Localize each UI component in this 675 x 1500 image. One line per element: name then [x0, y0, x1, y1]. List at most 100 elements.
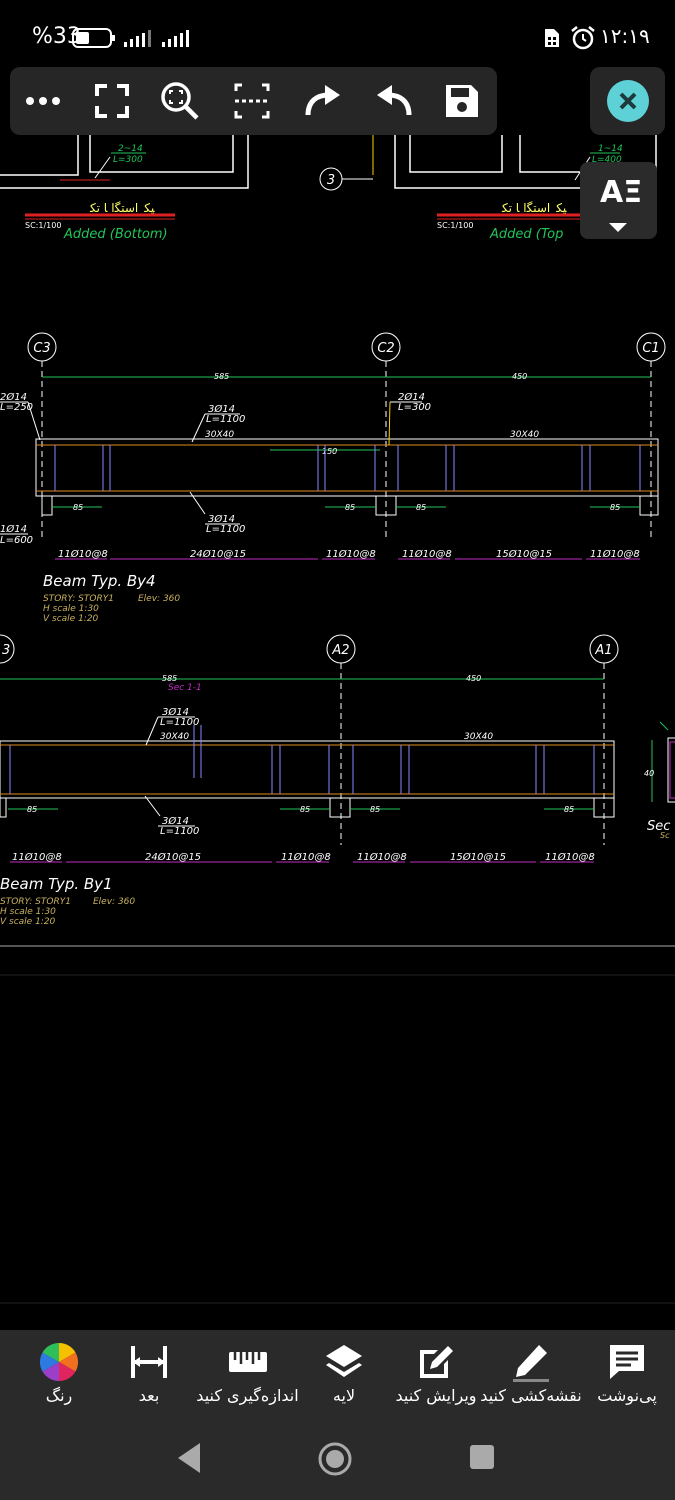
- close-icon: [619, 92, 637, 110]
- beam2-story: STORY: STORY1: [0, 897, 71, 907]
- measure-button[interactable]: اندازه‌گیری کنید: [196, 1342, 299, 1412]
- beam1-span-1: 585: [214, 372, 229, 381]
- beam2-stirrup-5: 15Ø10@15: [450, 851, 506, 863]
- beam1-lt-length: L=250: [0, 402, 33, 413]
- save-button[interactable]: [442, 81, 482, 121]
- beam-by1: 3 A2 A1 585 450 Sec 1-1 3Ø14 L=1100 30X4…: [0, 634, 619, 927]
- color-button[interactable]: رنگ: [28, 1342, 90, 1412]
- beam2-stirrup-3: 11Ø10@8: [281, 851, 331, 863]
- layers-icon: [326, 1345, 362, 1377]
- beam1-mt-rebar: 2Ø14: [398, 391, 425, 403]
- save-icon: [446, 85, 478, 117]
- beam1-bot-rebar-length: L=1100: [206, 524, 245, 535]
- beam1-elev: Elev: 360: [138, 594, 180, 604]
- signal-icon-2: [162, 30, 189, 47]
- beam1-dim-150: 150: [322, 447, 337, 456]
- layer-label: لایه: [332, 1386, 356, 1405]
- beam2-elev: Elev: 360: [93, 897, 135, 907]
- axis-3-label: 3: [2, 643, 10, 658]
- home-circle-icon: [318, 1442, 352, 1476]
- beam2-section-1: 30X40: [160, 732, 189, 742]
- measure-label: اندازه‌گیری کنید: [196, 1386, 299, 1405]
- color-label: رنگ: [45, 1386, 73, 1405]
- beam1-story: STORY: STORY1: [43, 594, 114, 604]
- cad-drawing-canvas[interactable]: 2~14 L=300 ﭙﻜ_ﺍﺳﺘﮕﺍ ﺎ ﺗﻜ SC:1/100 Added …: [0, 135, 675, 1330]
- close-button[interactable]: [607, 80, 649, 122]
- axis-a1-label: A1: [594, 643, 612, 658]
- nav-home-button[interactable]: [317, 1441, 353, 1477]
- section-detail-sub: Sc: [660, 831, 670, 840]
- tl-scale: SC:1/100: [25, 221, 61, 230]
- beam2-support-lines: [0, 798, 615, 818]
- beam2-stirrups: [9, 725, 595, 794]
- beam2-title: Beam Typ. By1: [0, 875, 113, 893]
- beam1-stirrups: [54, 445, 641, 491]
- note-button[interactable]: پی‌نوشت: [596, 1342, 658, 1412]
- beam2-top-rebar-length: L=1100: [160, 717, 199, 728]
- undo-button[interactable]: [374, 81, 414, 121]
- beam1-section-2: 30X40: [510, 430, 539, 440]
- fullscreen-icon: [95, 84, 129, 118]
- tl-leader: [94, 156, 111, 179]
- dimension-label: بعد: [138, 1386, 160, 1405]
- pencil-icon: [513, 1345, 549, 1382]
- beam2-section-2: 30X40: [464, 732, 493, 742]
- chevron-down-icon: [609, 223, 627, 232]
- edit-icon: [420, 1346, 453, 1378]
- beam2-top-rebar-label: 3Ø14: [162, 706, 189, 718]
- signal-icon: [124, 30, 151, 47]
- beam1-stirrup-3: 11Ø10@8: [326, 548, 376, 560]
- beam2-stirrup-2: 24Ø10@15: [145, 851, 201, 863]
- beam1-support-lines: [41, 496, 659, 516]
- beam2-bot-leader: [144, 795, 161, 817]
- section-detail-dim: 40: [644, 769, 654, 778]
- beam2-span-1: 585: [162, 674, 177, 683]
- beam1-top-rebar-label: 3Ø14: [208, 403, 235, 415]
- beam2-axis-lines: [340, 663, 605, 845]
- draw-button[interactable]: نقشه‌کشی کنید: [480, 1342, 582, 1412]
- crop-region-button[interactable]: [232, 81, 272, 121]
- edit-button[interactable]: ویرایش کنید: [395, 1342, 477, 1412]
- beam1-lt-rebar: 2Ø14: [0, 391, 27, 403]
- more-button[interactable]: [23, 81, 63, 121]
- beam1-lt-leader: [27, 401, 41, 441]
- edit-label: ویرایش کنید: [395, 1386, 477, 1405]
- fullscreen-button[interactable]: [92, 81, 132, 121]
- beam1-hscale: H scale 1:30: [43, 604, 99, 614]
- beam2-vscale: V scale 1:20: [0, 917, 56, 927]
- redo-button[interactable]: [303, 81, 343, 121]
- beam1-lb-rebar: 1Ø14: [0, 523, 27, 535]
- nav-back-button[interactable]: [176, 1441, 202, 1475]
- beam2-hscale: H scale 1:30: [0, 907, 56, 917]
- alarm-icon: [571, 26, 595, 50]
- dimension-button[interactable]: بعد: [118, 1342, 180, 1412]
- beam1-mt-leader: [388, 401, 391, 446]
- layer-button[interactable]: لایه: [313, 1342, 375, 1412]
- nav-recents-button[interactable]: [468, 1443, 496, 1471]
- ruler-icon: [228, 1352, 267, 1372]
- beam2-stirrup-1: 11Ø10@8: [12, 851, 62, 863]
- note-label: پی‌نوشت: [597, 1386, 657, 1405]
- axis-c2-label: C2: [377, 341, 394, 356]
- recents-square-icon: [470, 1445, 494, 1469]
- text-style-button[interactable]: AΞ: [580, 162, 657, 239]
- beam1-section-1: 30X40: [205, 430, 234, 440]
- beam1-span-2: 450: [512, 372, 527, 381]
- battery-icon: [72, 28, 115, 48]
- beam1-stirrup-6: 11Ø10@8: [590, 548, 640, 560]
- tl-length: L=300: [113, 155, 143, 165]
- axis-c3-label: C3: [33, 341, 50, 356]
- beam2-stirrup-6: 11Ø10@8: [545, 851, 595, 863]
- section-detail-label: Sec: [647, 819, 670, 834]
- axis-c1-label: C1: [642, 341, 659, 356]
- beam1-stirrup-4: 11Ø10@8: [402, 548, 452, 560]
- comment-icon: [610, 1345, 644, 1379]
- redo-icon: [305, 85, 340, 116]
- back-triangle-icon: [178, 1443, 200, 1473]
- beam1-top-leader: [191, 413, 206, 443]
- beam1-85-3: 85: [416, 503, 426, 512]
- top-toolbar: [10, 67, 497, 135]
- zoom-extents-button[interactable]: [160, 81, 200, 121]
- tr-caption: Added (Top: [489, 227, 563, 242]
- beam1-vscale: V scale 1:20: [43, 614, 99, 624]
